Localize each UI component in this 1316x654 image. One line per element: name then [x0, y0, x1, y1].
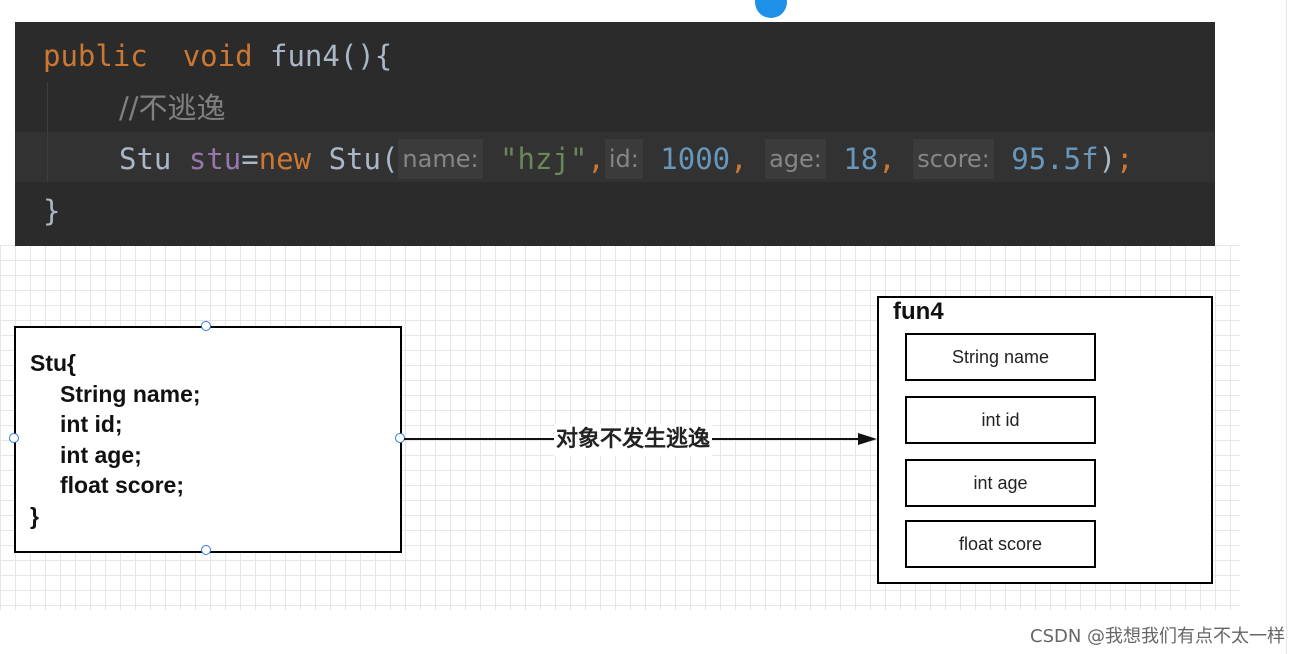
param-hint-age: age: — [765, 139, 826, 179]
code-line-4: } — [43, 187, 60, 235]
constructor-call: Stu( — [328, 142, 399, 176]
fun4-field-box[interactable]: String name — [905, 333, 1096, 381]
param-hint-score: score: — [913, 139, 994, 179]
arg-separator: , — [878, 142, 896, 176]
closing-brace: } — [43, 194, 61, 228]
indent-guide — [47, 82, 48, 182]
arrowhead-icon — [858, 433, 877, 445]
close-paren: ) — [1098, 142, 1117, 176]
connection-handle-left[interactable] — [9, 433, 19, 443]
keyword-public: public — [43, 39, 148, 73]
code-line-1: public void fun4(){ — [43, 32, 392, 80]
fun4-field-box[interactable]: int age — [905, 459, 1096, 507]
arg-age: 18 — [843, 142, 879, 176]
code-line-2: //不逃逸 — [119, 84, 226, 132]
connection-handle-bottom[interactable] — [201, 545, 211, 555]
keyword-new: new — [258, 142, 312, 176]
param-hint-name: name: — [398, 139, 483, 179]
code-screenshot: public void fun4(){ //不逃逸 Stu stu=new St… — [15, 22, 1215, 246]
blue-dot-marker — [755, 0, 787, 18]
assign-op: = — [241, 142, 259, 176]
variable-stu: stu — [188, 142, 242, 176]
arg-id: 1000 — [660, 142, 731, 176]
arg-name: "hzj" — [500, 142, 588, 176]
watermark: CSDN @我想我们有点不太一样 — [1030, 626, 1286, 647]
param-hint-id: id: — [604, 139, 643, 179]
stu-field: int age; — [60, 441, 142, 468]
fun4-field-box[interactable]: int id — [905, 396, 1096, 444]
stu-class-close: } — [30, 502, 39, 529]
code-line-3: Stu stu=new Stu(name: "hzj",id: 1000, ag… — [119, 135, 1134, 183]
edge-label: 对象不发生逃逸 — [554, 424, 713, 456]
method-paren: (){ — [339, 39, 393, 73]
stu-field: String name; — [60, 380, 201, 407]
method-name: fun4 — [270, 39, 340, 73]
stu-field: float score; — [60, 472, 184, 498]
arg-separator: , — [730, 142, 748, 176]
page-divider — [1286, 0, 1287, 654]
connection-handle-top[interactable] — [201, 321, 211, 331]
semicolon: ; — [1116, 142, 1134, 176]
arg-score: 95.5f — [1011, 142, 1099, 176]
stu-class-box[interactable]: Stu{ String name; int id; int age; float… — [14, 326, 402, 553]
type-stu: Stu — [119, 142, 172, 176]
stu-class-open: Stu{ — [30, 350, 76, 376]
code-comment: //不逃逸 — [119, 91, 226, 125]
fun4-title: fun4 — [893, 298, 944, 325]
arg-separator: , — [587, 142, 605, 176]
keyword-void: void — [182, 39, 253, 73]
stu-field: int id; — [60, 411, 123, 437]
stu-class-text: Stu{ String name; int id; int age; float… — [30, 348, 201, 531]
fun4-frame-box[interactable]: fun4 String name int id int age float sc… — [877, 296, 1213, 584]
fun4-field-box[interactable]: float score — [905, 520, 1096, 568]
